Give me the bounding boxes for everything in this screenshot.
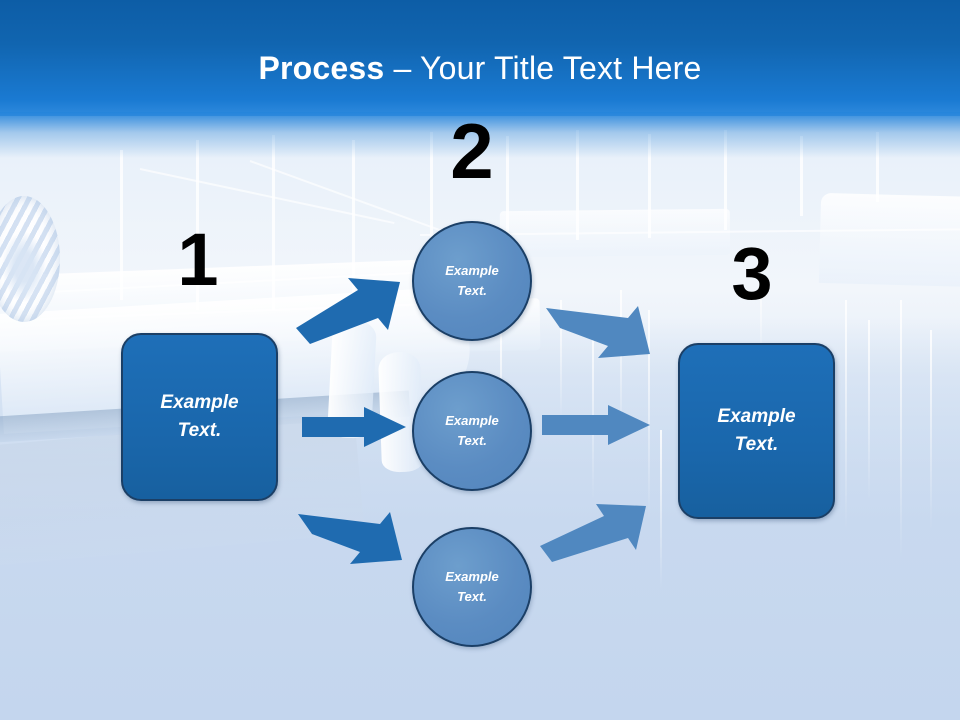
water-reflection-streak bbox=[868, 320, 870, 500]
water-reflection-streak bbox=[760, 270, 762, 360]
mast-line bbox=[576, 130, 579, 240]
water-reflection-streak bbox=[930, 330, 932, 530]
coiled-rope-highlight bbox=[2, 232, 46, 302]
node-circle-middle[interactable]: Example Text. bbox=[412, 371, 532, 491]
mast-line bbox=[196, 140, 199, 310]
mast-line bbox=[120, 150, 123, 300]
page-title-strong: Process bbox=[258, 50, 385, 86]
arrow-left-to-circle-middle bbox=[302, 407, 406, 447]
node-left-box[interactable]: Example Text. bbox=[121, 333, 278, 501]
node-left-box-line1: Example bbox=[160, 391, 239, 413]
mast-line bbox=[272, 135, 275, 310]
boat-deck-shape bbox=[818, 192, 960, 288]
mast-line bbox=[352, 140, 355, 320]
node-circle-top-line1: Example bbox=[445, 262, 499, 278]
mast-line bbox=[506, 136, 509, 246]
node-right-box[interactable]: Example Text. bbox=[678, 343, 835, 519]
arrow-circle-bottom-to-right bbox=[540, 504, 646, 562]
mast-line bbox=[430, 132, 433, 312]
page-title-rest: – Your Title Text Here bbox=[384, 50, 702, 86]
step-number-1: 1 bbox=[177, 218, 219, 301]
arrow-left-to-circle-top bbox=[296, 278, 400, 344]
mast-line bbox=[648, 134, 651, 238]
mast-line bbox=[800, 136, 803, 216]
step-number-2: 2 bbox=[450, 107, 494, 195]
water-reflection-streak bbox=[648, 310, 650, 520]
node-circle-bottom[interactable]: Example Text. bbox=[412, 527, 532, 647]
node-right-box-line2: Text. bbox=[734, 434, 779, 455]
arrow-left-to-circle-bottom bbox=[298, 512, 402, 564]
node-circle-bottom-line1: Example bbox=[445, 568, 499, 584]
water-reflection-streak bbox=[660, 430, 662, 590]
page-title: Process – Your Title Text Here bbox=[0, 50, 960, 87]
rigging-line bbox=[139, 168, 395, 225]
mast-line bbox=[876, 132, 879, 202]
mast-line bbox=[724, 130, 727, 230]
water-reflection-streak bbox=[560, 300, 562, 420]
node-circle-bottom-line2: Text. bbox=[457, 589, 487, 604]
arrow-circle-middle-to-right bbox=[542, 405, 650, 445]
water-reflection-streak bbox=[900, 300, 902, 560]
water-reflection-streak bbox=[592, 320, 594, 500]
node-circle-middle-line2: Text. bbox=[457, 433, 487, 448]
water-reflection-streak bbox=[620, 290, 622, 440]
node-circle-top[interactable]: Example Text. bbox=[412, 221, 532, 341]
water-reflection-streak bbox=[845, 300, 847, 530]
node-left-box-line2: Text. bbox=[177, 420, 222, 441]
arrow-circle-top-to-right bbox=[546, 306, 650, 358]
step-number-3: 3 bbox=[731, 232, 773, 315]
node-right-box-line1: Example bbox=[717, 405, 796, 427]
node-circle-top-line2: Text. bbox=[457, 283, 487, 298]
node-circle-middle-line1: Example bbox=[445, 412, 499, 428]
header-band bbox=[0, 0, 960, 116]
header-fade-overlay bbox=[0, 112, 960, 158]
